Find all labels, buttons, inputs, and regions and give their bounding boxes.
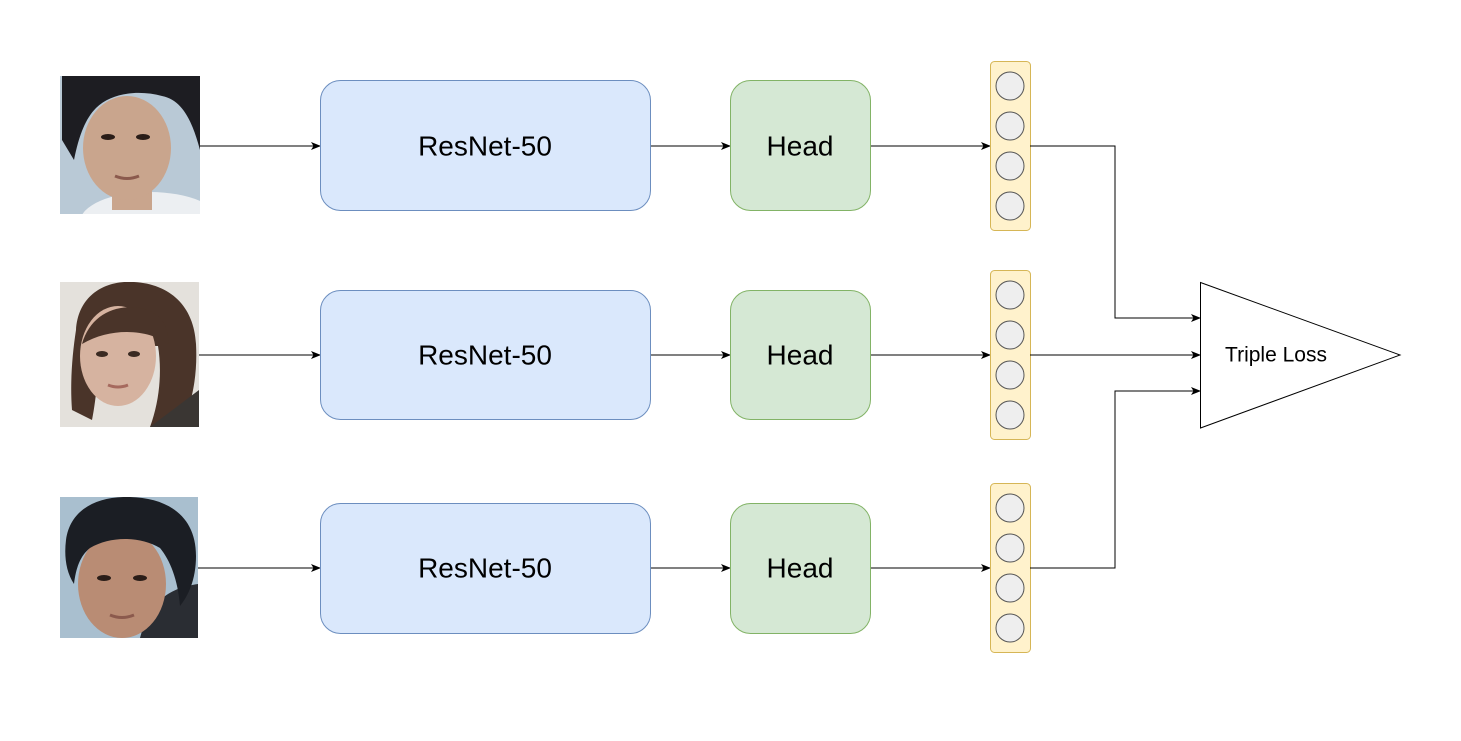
embedding-vector <box>990 270 1031 440</box>
face-photo-positive <box>60 497 198 638</box>
head-label: Head <box>767 553 834 584</box>
embedding-unit <box>995 151 1025 181</box>
loss-label: Triple Loss <box>1225 344 1327 367</box>
embedding-unit <box>995 360 1025 390</box>
arrow-embedding-to-loss <box>1030 145 1201 322</box>
embedding-unit <box>995 280 1025 310</box>
embedding-unit <box>995 191 1025 221</box>
arrow-embedding-to-loss <box>1030 387 1201 569</box>
head-label: Head <box>767 340 834 371</box>
triplet-loss-node: Triple Loss <box>1200 281 1402 429</box>
backbone-box <box>320 503 651 634</box>
head-label: Head <box>767 131 834 162</box>
embedding-unit <box>995 493 1025 523</box>
loss-triangle <box>1200 281 1402 429</box>
embedding-unit <box>995 573 1025 603</box>
embedding-unit <box>995 111 1025 141</box>
head-box <box>730 80 871 211</box>
backbone-box <box>320 290 651 420</box>
backbone-box <box>320 80 651 211</box>
backbone-label: ResNet-50 <box>418 131 552 162</box>
face-photo-anchor <box>60 76 200 214</box>
embedding-unit <box>995 613 1025 643</box>
embedding-unit <box>995 71 1025 101</box>
embedding-unit <box>995 320 1025 350</box>
backbone-label: ResNet-50 <box>418 340 552 371</box>
embedding-unit <box>995 400 1025 430</box>
head-box <box>730 503 871 634</box>
head-box <box>730 290 871 420</box>
branch-positive: ResNet-50 Head <box>60 387 1201 653</box>
branch-negative: ResNet-50 Head <box>60 270 1201 440</box>
backbone-label: ResNet-50 <box>418 553 552 584</box>
branch-anchor: ResNet-50 Head <box>60 61 1201 322</box>
embedding-unit <box>995 533 1025 563</box>
embedding-vector <box>990 483 1031 653</box>
embedding-vector <box>990 61 1031 231</box>
face-photo-negative <box>60 282 199 427</box>
